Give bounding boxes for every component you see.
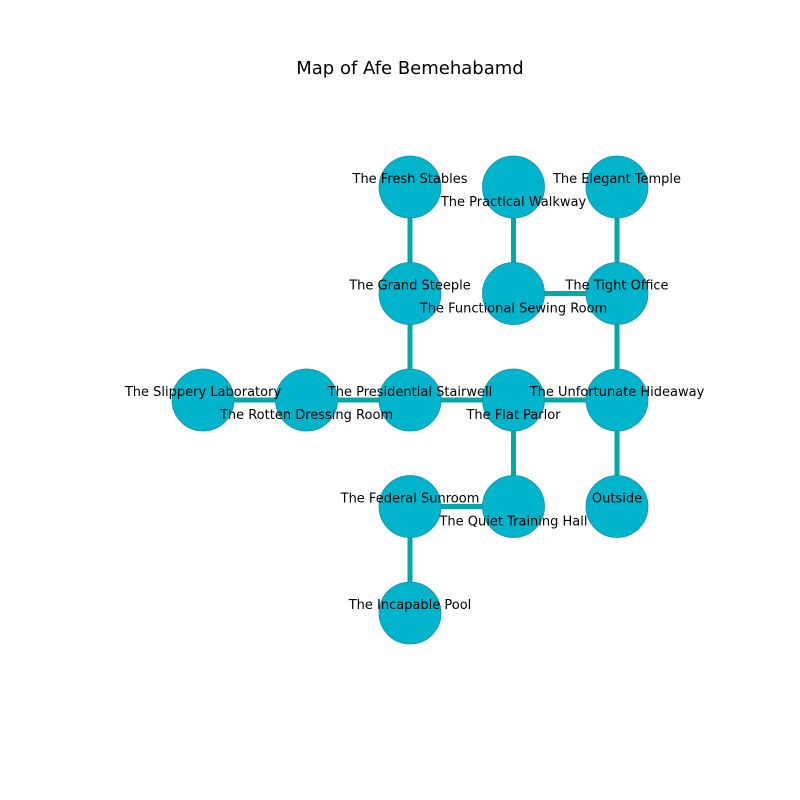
room-node-flat-parlor <box>482 368 545 432</box>
room-node-fresh-stables <box>378 155 442 219</box>
room-node-slippery-laboratory <box>171 368 235 432</box>
map-title: Map of Afe Bemehabamd <box>296 58 523 79</box>
room-node-federal-sunroom <box>378 475 442 538</box>
room-label-slippery-laboratory: The Slippery Laboratory <box>124 385 282 400</box>
room-label-rotten-dressing-room: The Rotten Dressing Room <box>219 408 393 423</box>
room-node-unfortunate-hideaway <box>585 368 649 432</box>
room-label-quiet-training-hall: The Quiet Training Hall <box>438 515 587 530</box>
room-node-rotten-dressing-room <box>275 368 338 432</box>
room-label-incapable-pool: The Incapable Pool <box>348 598 472 613</box>
rooms-layer <box>171 155 649 645</box>
room-label-federal-sunroom: The Federal Sunroom <box>340 492 480 507</box>
room-label-elegant-temple: The Elegant Temple <box>552 172 681 187</box>
room-node-functional-sewing-room <box>482 262 545 325</box>
room-label-unfortunate-hideaway: The Unfortunate Hideaway <box>529 385 705 400</box>
room-node-elegant-temple <box>585 155 649 219</box>
room-node-grand-steeple <box>378 262 442 325</box>
room-label-tight-office: The Tight Office <box>564 279 668 294</box>
room-label-functional-sewing-room: The Functional Sewing Room <box>419 302 607 317</box>
room-label-presidential-stairwell: The Presidential Stairwell <box>327 385 492 400</box>
room-node-incapable-pool <box>378 581 442 645</box>
room-label-practical-walkway: The Practical Walkway <box>440 195 587 210</box>
room-node-tight-office <box>585 262 649 325</box>
room-label-outside: Outside <box>592 492 642 507</box>
room-node-presidential-stairwell <box>378 368 442 432</box>
room-node-quiet-training-hall <box>482 475 545 538</box>
room-label-grand-steeple: The Grand Steeple <box>348 279 471 294</box>
room-node-practical-walkway <box>482 155 545 219</box>
room-label-fresh-stables: The Fresh Stables <box>352 172 468 187</box>
room-node-outside <box>585 475 649 538</box>
room-label-flat-parlor: The Flat Parlor <box>465 408 561 423</box>
